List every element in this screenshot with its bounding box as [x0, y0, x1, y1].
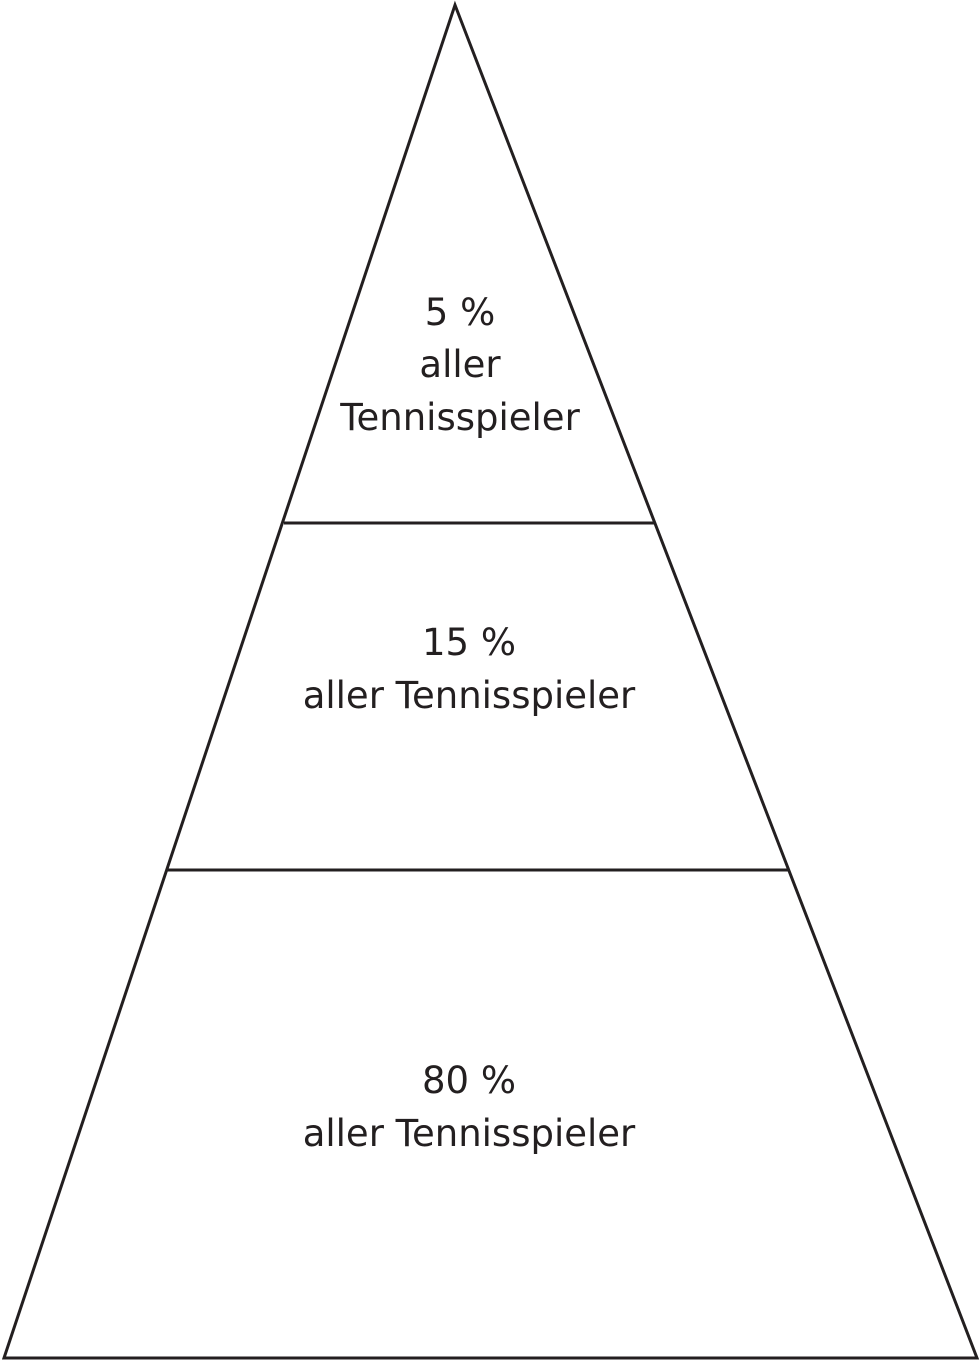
- tier-bottom-percent: 80 %: [422, 1059, 516, 1102]
- tier-top-line-3: Tennisspieler: [339, 396, 580, 439]
- tier-top-line-2: aller: [419, 343, 501, 386]
- tier-bottom-line-2: aller Tennisspieler: [303, 1112, 636, 1155]
- tier-top-percent: 5 %: [425, 291, 495, 334]
- tier-top: 5 % aller Tennisspieler: [339, 291, 580, 439]
- tier-middle: 15 % aller Tennisspieler: [303, 621, 636, 717]
- tier-middle-line-2: aller Tennisspieler: [303, 674, 636, 717]
- tier-middle-percent: 15 %: [422, 621, 516, 664]
- tier-bottom: 80 % aller Tennisspieler: [303, 1059, 636, 1155]
